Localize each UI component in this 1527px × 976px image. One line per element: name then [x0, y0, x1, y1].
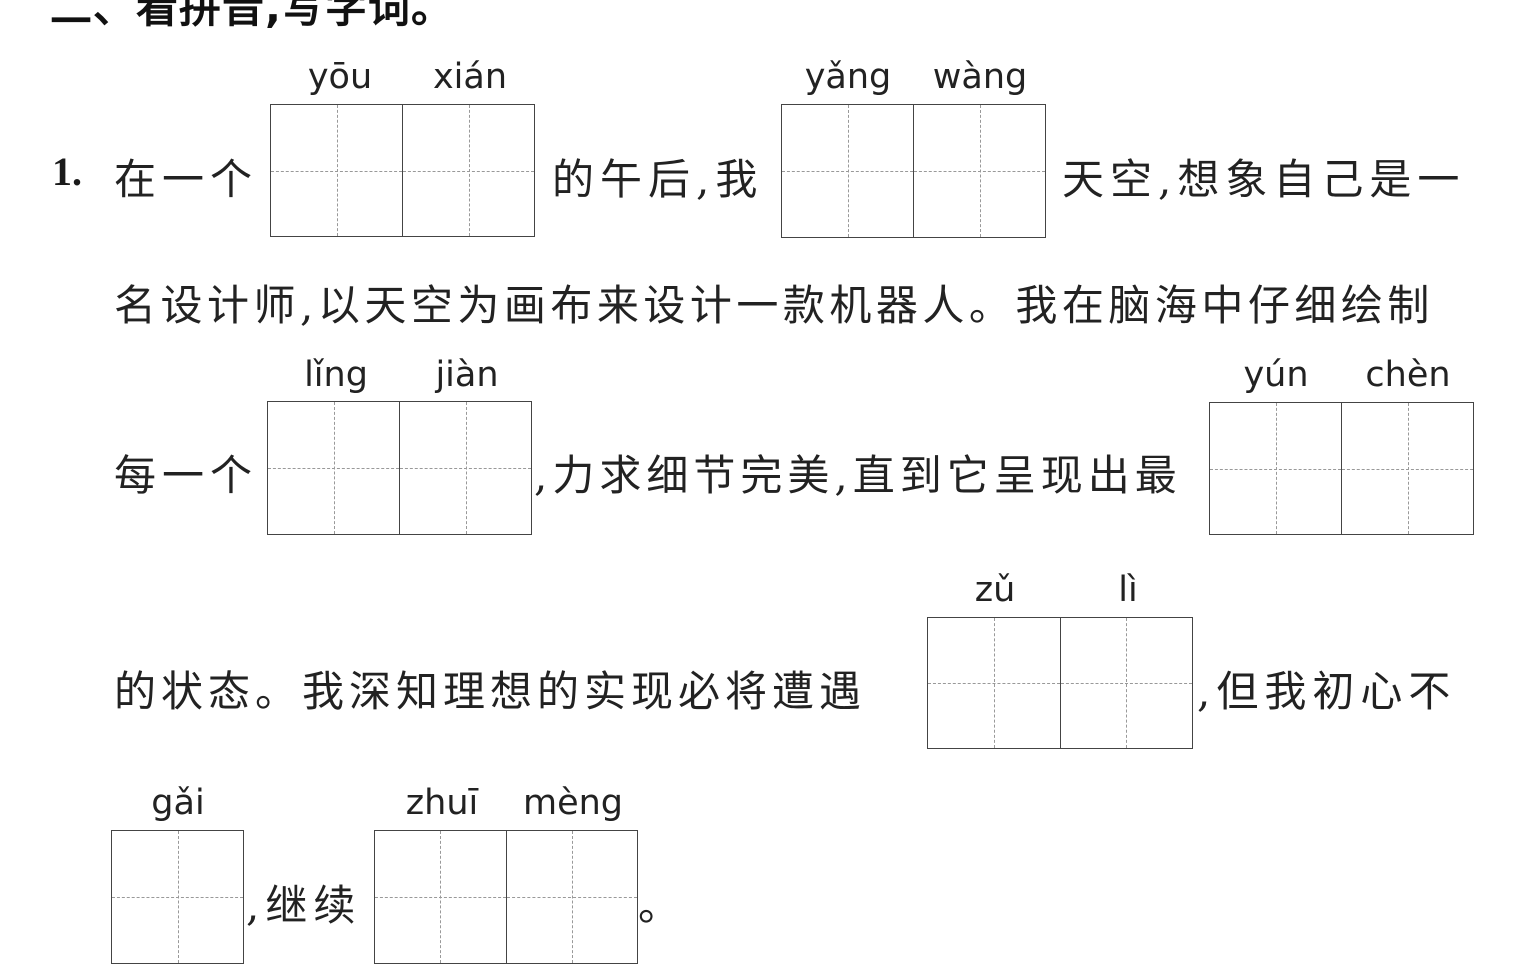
text-line3-part2: ,力求细节完美,直到它呈现出最: [534, 451, 1182, 500]
text-line5-part1: ,继续: [246, 881, 362, 930]
char-cell-xian[interactable]: [402, 105, 534, 236]
answer-box-yunchen: [1209, 402, 1474, 535]
char-cell-zhui[interactable]: [375, 831, 506, 963]
question-number: 1.: [52, 149, 82, 194]
char-cell-you[interactable]: [271, 105, 402, 236]
answer-box-gai: [111, 830, 244, 964]
answer-box-yangwang: [781, 104, 1046, 238]
pinyin-chen: chèn: [1365, 355, 1451, 395]
pinyin-li: lì: [1118, 570, 1138, 610]
pinyin-you: yōu: [307, 57, 373, 97]
char-cell-zu[interactable]: [928, 618, 1060, 748]
char-cell-li[interactable]: [1059, 618, 1193, 748]
answer-box-zhuimeng: [374, 830, 638, 964]
pinyin-zu: zǔ: [974, 570, 1016, 610]
pinyin-yang: yǎng: [804, 57, 892, 97]
char-cell-yang[interactable]: [782, 105, 913, 237]
char-cell-yun[interactable]: [1210, 403, 1341, 534]
text-line4-part1: 的状态。我深知理想的实现必将遭遇: [114, 667, 867, 716]
text-line1-part1: 在一个: [114, 155, 259, 204]
pinyin-zhui: zhuī: [405, 783, 479, 823]
text-line2: 名设计师,以天空为画布来设计一款机器人。我在脑海中仔细绘制: [114, 281, 1434, 330]
pinyin-meng: mèng: [523, 783, 624, 823]
char-cell-meng[interactable]: [505, 831, 638, 963]
pinyin-wang: wàng: [932, 57, 1028, 97]
pinyin-gai: gǎi: [151, 783, 205, 823]
text-line3-part1: 每一个: [114, 451, 259, 500]
text-line5-part2: 。: [638, 881, 687, 930]
pinyin-jian: jiàn: [435, 355, 499, 395]
pinyin-yun: yún: [1243, 355, 1309, 395]
section-heading: 二、看拼音,写字词。: [50, 0, 454, 32]
text-line1-part3: 天空,想象自己是一: [1062, 155, 1466, 204]
char-cell-gai[interactable]: [112, 831, 243, 963]
answer-box-lingjian: [267, 401, 532, 535]
text-line4-part2: ,但我初心不: [1197, 667, 1457, 716]
char-cell-ling[interactable]: [268, 402, 399, 534]
pinyin-xian: xián: [432, 57, 508, 97]
char-cell-jian[interactable]: [399, 402, 531, 534]
answer-box-zuli: [927, 617, 1193, 749]
char-cell-chen[interactable]: [1341, 403, 1473, 534]
char-cell-wang[interactable]: [913, 105, 1045, 237]
answer-box-youxian: [270, 104, 535, 237]
pinyin-ling: lǐng: [304, 355, 368, 395]
text-line1-part2: 的午后,我: [552, 155, 764, 204]
